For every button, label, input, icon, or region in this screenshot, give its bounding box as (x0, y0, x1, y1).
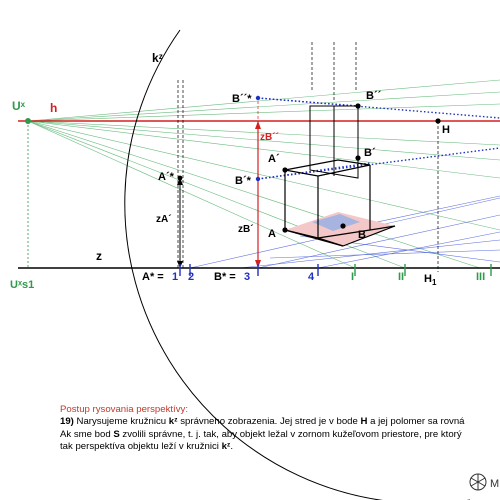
caption-line-1: 19) Narysujeme kružnicu kᶻ správneho zob… (60, 416, 465, 428)
upper-box (309, 105, 359, 179)
label-b: B (358, 229, 366, 241)
caption-line-2: Ak sme bod S zvolili správne, t. j. tak,… (60, 428, 462, 440)
label-b-dd-star: B´´* (232, 93, 252, 105)
label-a-d: A´ (268, 153, 280, 165)
label-a-star: A* = (142, 271, 164, 283)
label-H1: H1 (424, 273, 437, 287)
label-ux-s1: Uˣs1 (10, 279, 34, 291)
label-a-d-star: A´* (158, 171, 175, 183)
label-z-a-d: zA´ (156, 214, 172, 225)
label-b-d-star: B´* (235, 175, 252, 187)
points (25, 95, 441, 233)
label-b-star: B* = (214, 271, 236, 283)
svg-text:M: M (490, 478, 499, 490)
base-shade-blue (312, 214, 360, 231)
label-r1: I (351, 271, 354, 283)
logo-icon: M (469, 473, 499, 491)
caption-line-3: tak perspektíva objektu leží v kružnici … (60, 441, 234, 453)
label-n3: 3 (244, 271, 250, 283)
label-n4: 4 (308, 271, 315, 283)
label-b-d: B´ (364, 147, 376, 159)
label-a: A (268, 228, 276, 240)
label-z: z (96, 249, 102, 263)
label-n2: 2 (188, 271, 194, 283)
label-b-dd: B´´ (366, 90, 382, 102)
label-z-b-dd: zB´´ (260, 132, 279, 143)
label-n1: 1 (172, 271, 178, 283)
ground-ticks (179, 264, 492, 276)
label-h: h (50, 101, 57, 115)
green-rays (27, 79, 500, 269)
label-r3: III (476, 271, 485, 283)
cube-outline (284, 159, 396, 247)
caption-heading: Postup rysovania perspektívy: (60, 404, 188, 415)
label-kz: kᶻ (152, 51, 163, 65)
label-ux: Uˣ (12, 99, 26, 113)
dashed-verticals (177, 42, 439, 272)
label-z-b-d: zB´ (238, 224, 254, 235)
caption: Postup rysovania perspektívy: 19) Narysu… (60, 404, 500, 454)
blue-rays (189, 195, 500, 269)
label-H: H (442, 124, 450, 136)
circle-kz (124, 29, 470, 500)
blue-dotted (257, 97, 500, 180)
height-measures (255, 121, 261, 268)
label-r2: II (398, 271, 404, 283)
